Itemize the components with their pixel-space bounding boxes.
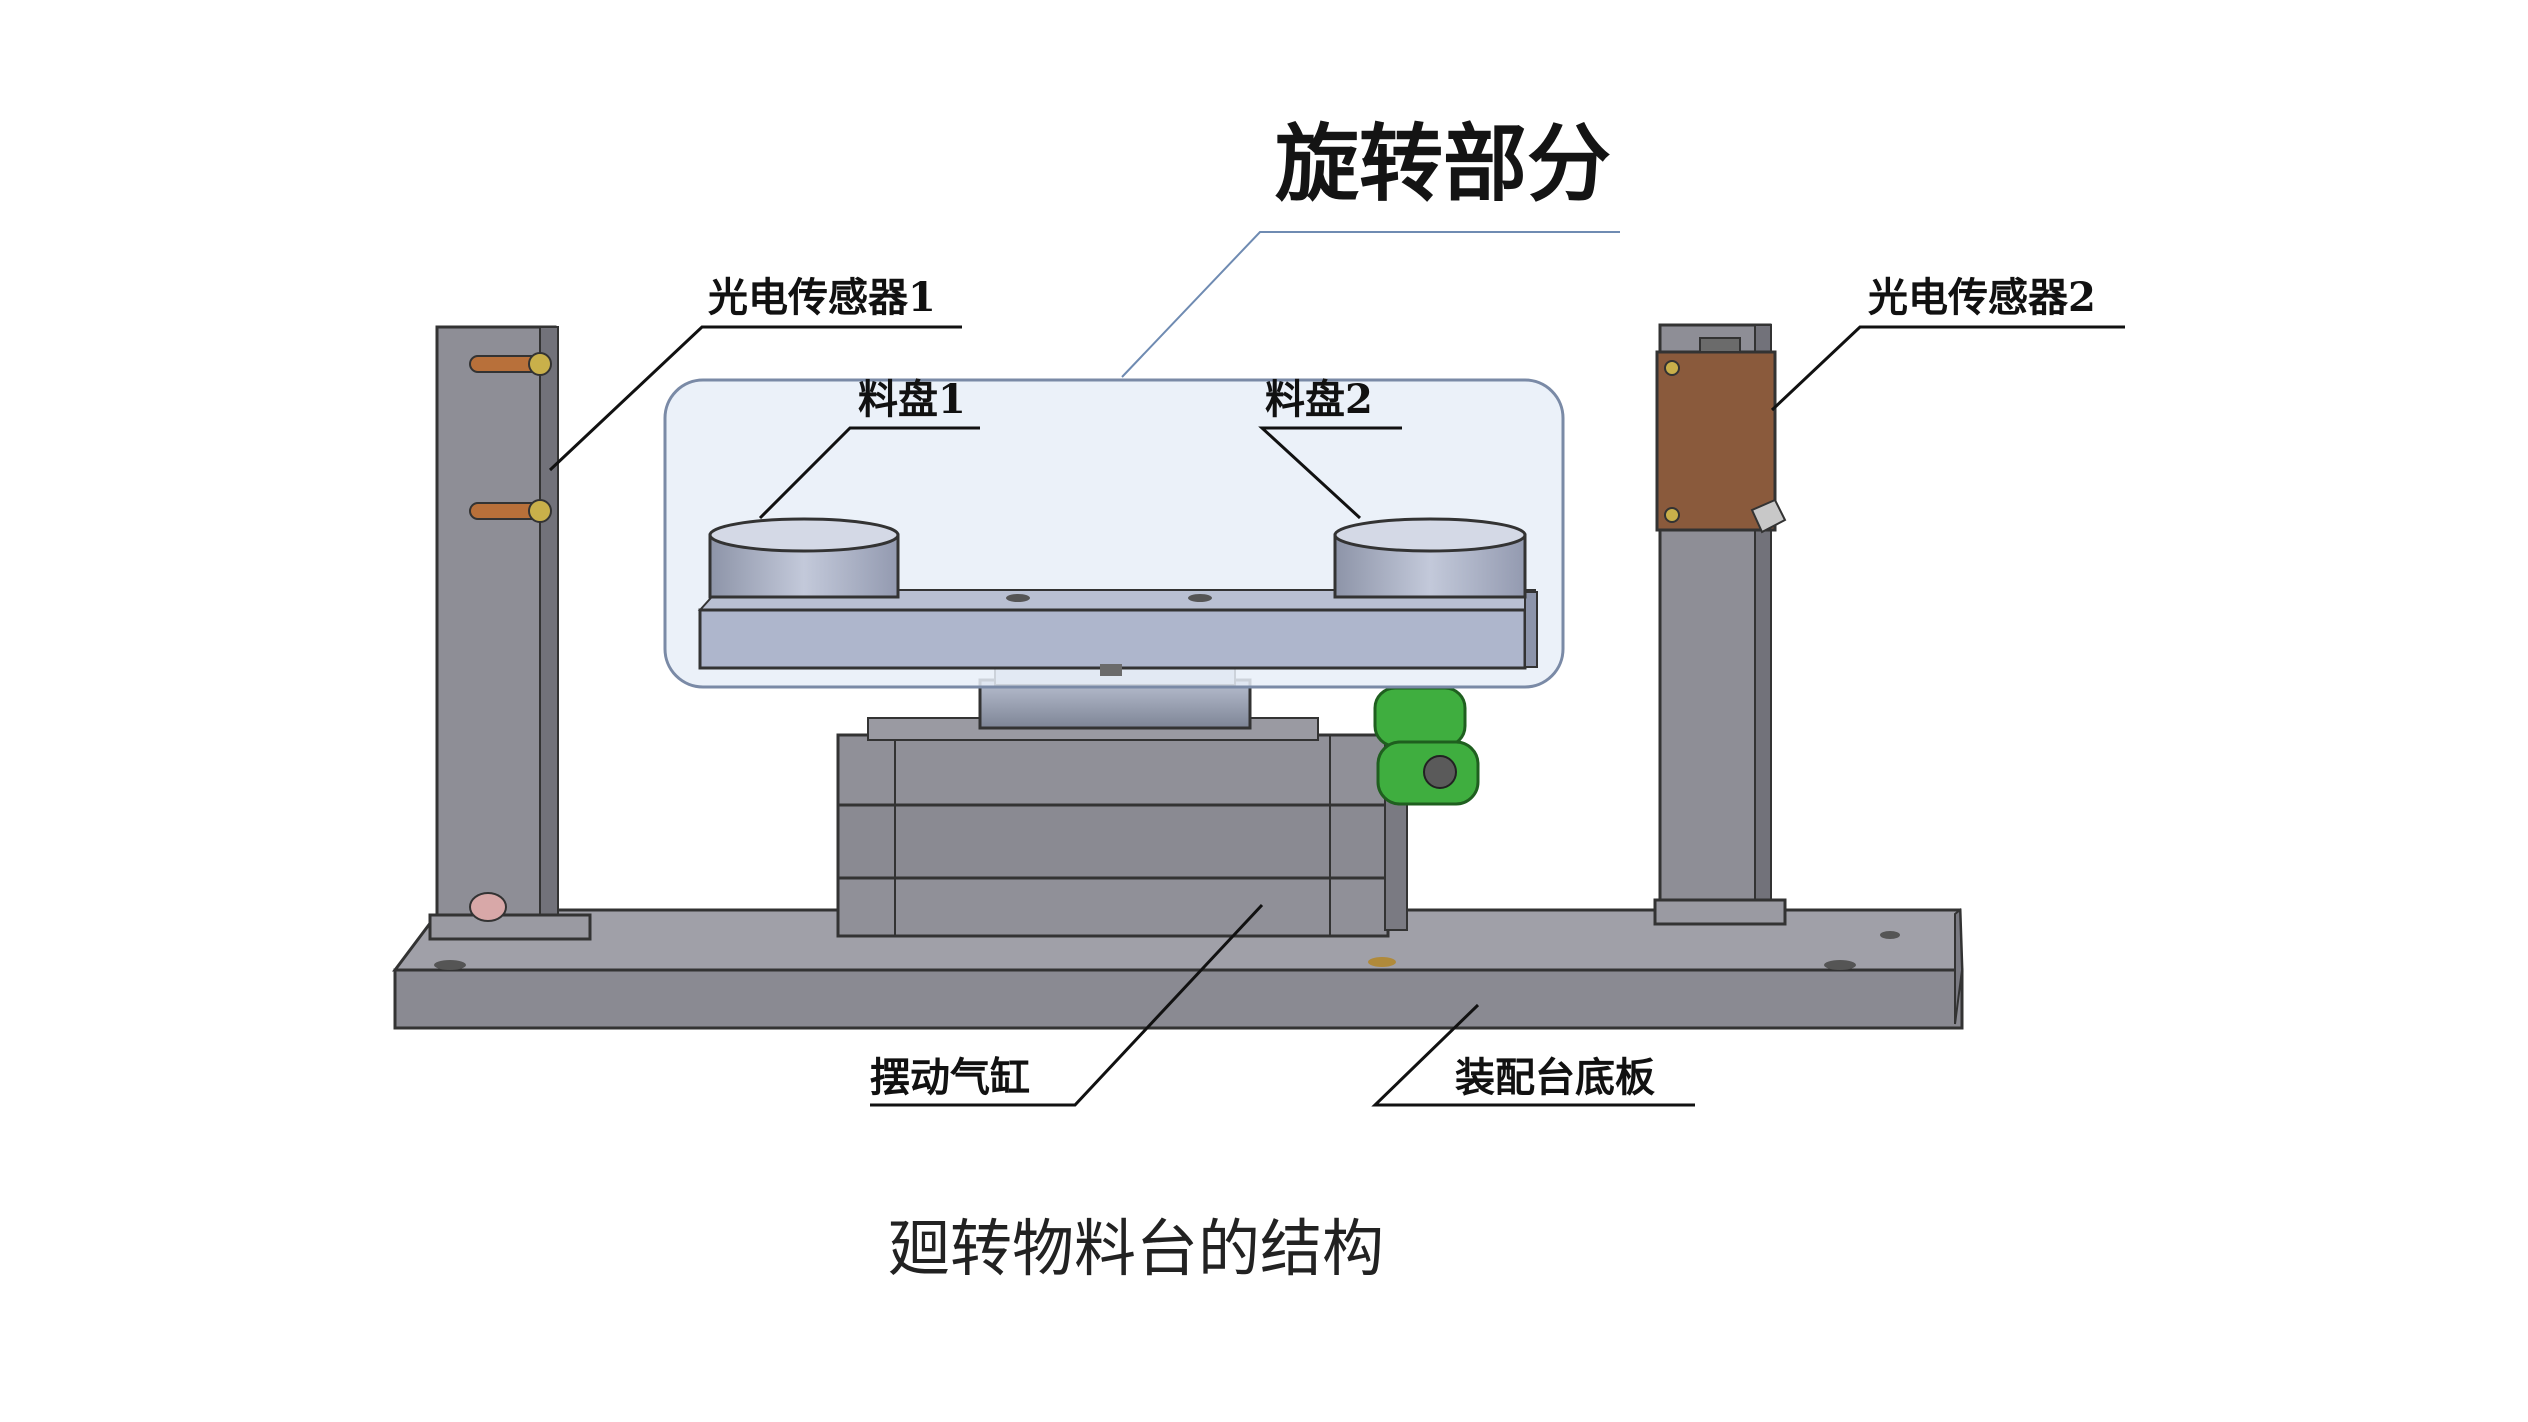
label-tray-1: 料盘1	[858, 376, 966, 423]
tray-1	[708, 517, 900, 599]
leader-lines	[548, 231, 2125, 1107]
label-swing-cylinder: 摆动气缸	[870, 1054, 1030, 1101]
label-tray-2: 料盘2	[1265, 376, 1373, 423]
base-plate	[392, 907, 1964, 1030]
title-rotating-part: 旋转部分	[1275, 115, 1612, 213]
rotating-section	[663, 378, 1565, 689]
label-sensor-1: 光电传感器1	[708, 274, 936, 321]
sensor-post-left	[428, 325, 592, 941]
swing-cylinder	[836, 664, 1480, 938]
sensor-post-right	[1653, 323, 1787, 926]
label-sensor-2: 光电传感器2	[1868, 274, 2096, 321]
figure-caption: 廻转物料台的结构	[888, 1212, 1385, 1285]
tray-2	[1333, 517, 1527, 599]
label-base-plate: 装配台底板	[1455, 1054, 1655, 1101]
